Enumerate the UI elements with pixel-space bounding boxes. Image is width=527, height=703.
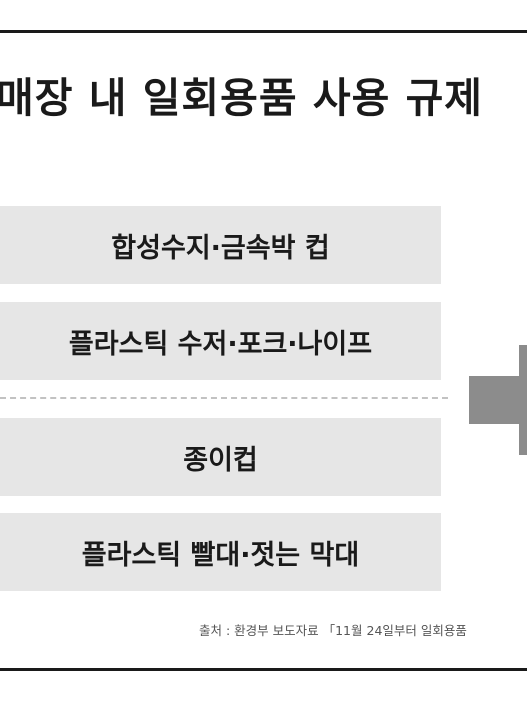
right-arrow-icon	[469, 345, 527, 455]
page-title: 매장 내 일회용품 사용 규제	[0, 74, 484, 122]
bottom-rule	[0, 668, 527, 671]
item-label: 플라스틱 빨대·젓는 막대	[81, 539, 360, 571]
item-box-plastic-cutlery: 플라스틱 수저·포크·나이프	[0, 302, 441, 380]
item-box-plastic-metal-cup: 합성수지·금속박 컵	[0, 206, 441, 284]
item-box-paper-cup: 종이컵	[0, 418, 441, 496]
top-rule	[0, 30, 527, 33]
item-box-straw-stirrer: 플라스틱 빨대·젓는 막대	[0, 513, 441, 591]
item-label: 합성수지·금속박 컵	[111, 232, 330, 264]
item-label: 종이컵	[183, 444, 258, 476]
dashed-divider	[0, 397, 448, 399]
item-label: 플라스틱 수저·포크·나이프	[68, 328, 373, 360]
source-citation: 출처 : 환경부 보도자료 「11월 24일부터 일회용품	[199, 623, 467, 638]
